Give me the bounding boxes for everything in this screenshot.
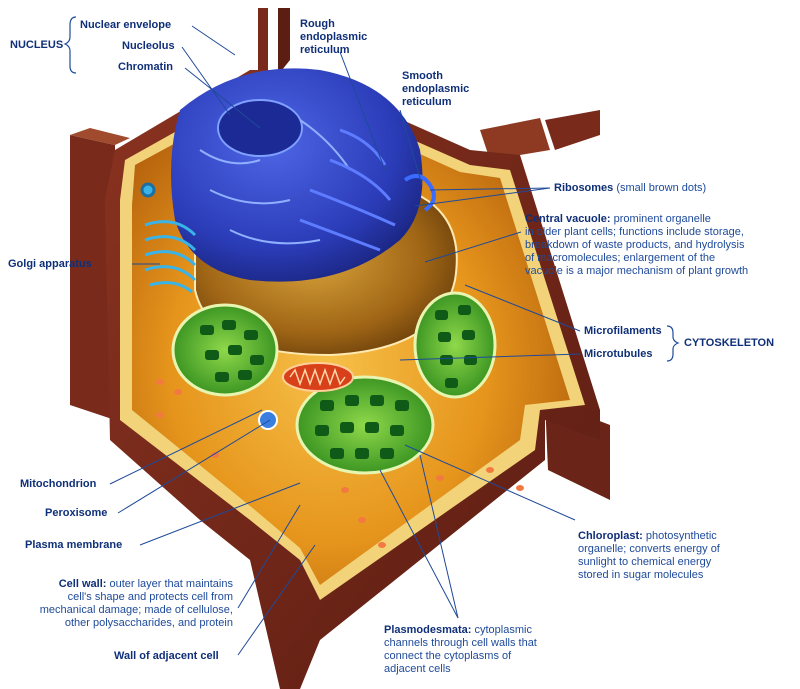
nucleus-group-label: NUCLEUS [10, 39, 63, 52]
smooth-er-line-3: reticulum [402, 96, 469, 109]
plasmodesmata-desc-4: adjacent cells [384, 663, 604, 676]
smooth-er-label: Smooth endoplasmic reticulum [402, 70, 469, 109]
chloroplast-term: Chloroplast: [578, 530, 643, 542]
wall-adjacent-label: Wall of adjacent cell [114, 650, 219, 663]
cell-wall-desc-4: other polysaccharides, and protein [5, 617, 233, 630]
rough-er-line-2: endoplasmic [300, 31, 367, 44]
central-vacuole-desc-4: of macromolecules; enlargement of the [525, 252, 800, 265]
central-vacuole-desc-2: in older plant cells; functions include … [525, 226, 800, 239]
central-vacuole-desc-3: breakdown of waste products, and hydroly… [525, 239, 800, 252]
cell-wall-desc-2: cell's shape and protects cell from [5, 591, 233, 604]
plasmodesmata-term: Plasmodesmata: [384, 624, 471, 636]
central-vacuole-term: Central vacuole: [525, 213, 611, 225]
rough-er-line-3: reticulum [300, 44, 367, 57]
chloroplast-right [415, 293, 495, 397]
ribosomes-label: Ribosomes (small brown dots) [554, 182, 706, 195]
mitochondrion-label: Mitochondrion [20, 478, 96, 491]
ribosomes-term: Ribosomes [554, 182, 613, 194]
mitochondrion [283, 363, 353, 391]
plasmodesmata-label: Plasmodesmata: cytoplasmic channels thro… [384, 624, 604, 676]
chloroplast-desc-4: stored in sugar molecules [578, 569, 788, 582]
plasmodesmata-desc-3: connect the cytoplasms of [384, 650, 604, 663]
nucleus [171, 68, 423, 281]
chloroplast-desc-1: photosynthetic [643, 530, 717, 542]
cell-wall-desc-3: mechanical damage; made of cellulose, [5, 604, 233, 617]
cell-wall-desc-1: outer layer that maintains [106, 578, 233, 590]
plasma-membrane-label: Plasma membrane [25, 539, 122, 552]
central-vacuole-desc-1: prominent organelle [611, 213, 711, 225]
rough-er-line-1: Rough [300, 18, 367, 31]
chloroplast-desc-3: sunlight to chemical energy [578, 556, 788, 569]
nucleus-bracket [65, 17, 76, 73]
central-vacuole-label: Central vacuole: prominent organelle in … [525, 213, 800, 278]
chromatin-label: Chromatin [118, 61, 173, 74]
smooth-er-line-1: Smooth [402, 70, 469, 83]
plasmodesmata-desc-1: cytoplasmic [471, 624, 532, 636]
chloroplast-left [173, 305, 277, 395]
plasmodesmata-desc-2: channels through cell walls that [384, 637, 604, 650]
microfilaments-label: Microfilaments [584, 325, 662, 338]
peroxisome [259, 411, 277, 429]
cytoskeleton-bracket [667, 326, 678, 361]
central-vacuole-desc-5: vacuole is a major mechanism of plant gr… [525, 265, 800, 278]
microtubules-label: Microtubules [584, 348, 652, 361]
ribosomes-desc: (small brown dots) [616, 182, 706, 194]
cell-wall-label: Cell wall: outer layer that maintains ce… [5, 578, 233, 630]
rough-er-label: Rough endoplasmic reticulum [300, 18, 367, 57]
golgi-label: Golgi apparatus [8, 258, 92, 271]
chloroplast-desc-2: organelle; converts energy of [578, 543, 788, 556]
smooth-er-line-2: endoplasmic [402, 83, 469, 96]
peroxisome-label: Peroxisome [45, 507, 107, 520]
chloroplast-label: Chloroplast: photosynthetic organelle; c… [578, 530, 788, 582]
cytoskeleton-group-label: CYTOSKELETON [684, 337, 774, 350]
nuclear-envelope-label: Nuclear envelope [80, 19, 171, 32]
cell-wall-term: Cell wall: [59, 578, 107, 590]
nucleolus-label: Nucleolus [122, 40, 175, 53]
